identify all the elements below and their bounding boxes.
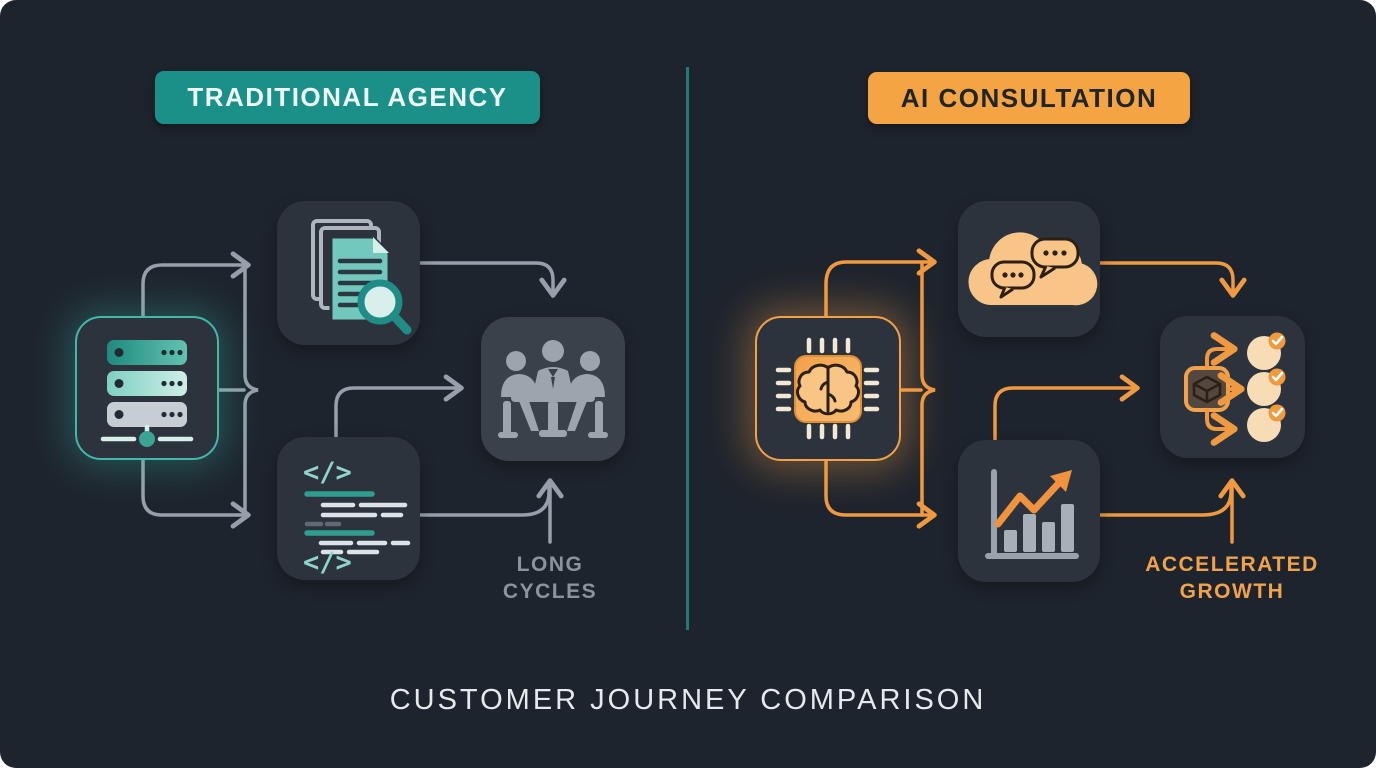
server-node — [75, 316, 219, 460]
long-cycles-line1: LONG — [516, 553, 584, 576]
center-divider — [686, 67, 689, 630]
accelerated-growth-line2: GROWTH — [1179, 580, 1285, 603]
code-node: </> </> — [277, 437, 420, 580]
growth-chart-node — [958, 440, 1100, 582]
cloud-chat-icon — [968, 232, 1098, 306]
traditional-agency-header: TRADITIONAL AGENCY — [155, 71, 540, 124]
accelerated-growth-line1: ACCELERATED — [1145, 553, 1319, 576]
svg-text:</>: </> — [303, 457, 352, 488]
code-icon: </> </> — [303, 457, 411, 578]
page-title: CUSTOMER JOURNEY COMPARISON — [389, 684, 987, 716]
delivery-checklist-node — [1160, 316, 1305, 458]
ai-chip-node — [755, 316, 901, 461]
meeting-icon — [498, 340, 608, 438]
documents-node — [277, 201, 420, 345]
svg-text:</>: </> — [303, 547, 352, 578]
documents-search-icon — [311, 219, 412, 335]
delivery-checklist-icon — [1184, 332, 1286, 446]
meeting-node — [481, 317, 625, 461]
growth-chart-icon — [985, 469, 1079, 559]
long-cycles-line2: CYCLES — [502, 580, 598, 603]
long-cycles-label: LONG CYCLES — [470, 551, 630, 605]
ai-chip-brain-icon — [775, 337, 880, 440]
accelerated-growth-label: ACCELERATED GROWTH — [1122, 551, 1342, 605]
cloud-chat-node — [958, 201, 1100, 337]
server-stack-icon — [100, 340, 194, 447]
ai-consultation-header: AI CONSULTATION — [868, 72, 1190, 124]
